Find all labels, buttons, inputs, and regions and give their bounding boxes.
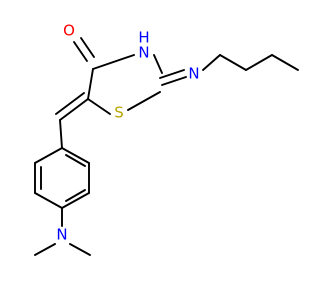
molecule-structure: O H N N S N <box>34 22 299 256</box>
bond-benzene-6 <box>61 147 90 164</box>
bond-c2-c3 <box>245 54 273 71</box>
molecule-canvas: O H N N S N <box>34 21 299 256</box>
bond-vinyl-aryl <box>59 119 63 149</box>
bond-benzene-inner-2 <box>65 189 86 202</box>
bond-c2-s1 <box>127 91 161 111</box>
bond-imine-1 <box>159 69 185 79</box>
bond-imine-2 <box>161 76 187 86</box>
bond-benzene-3 <box>34 192 63 209</box>
bond-n3-c2 <box>153 54 163 74</box>
bond-carbonyl-1 <box>73 41 88 62</box>
bond-alkene-1 <box>59 98 89 121</box>
imine-nitrogen-label: N <box>188 65 199 83</box>
bond-benzene-1 <box>34 147 63 164</box>
bond-n-c1 <box>202 54 221 71</box>
bond-benzene-inner-3 <box>65 154 86 167</box>
oxygen-label: O <box>63 22 75 40</box>
ring-nitrogen-label: N <box>138 44 149 62</box>
bond-s1-c5 <box>87 98 111 115</box>
bond-c4-c5 <box>87 68 94 100</box>
bond-c4-n3 <box>92 54 135 70</box>
sulfur-label: S <box>114 104 124 122</box>
bond-n-me1 <box>34 243 56 256</box>
bond-carbonyl-2 <box>80 37 95 58</box>
bond-c3-c4 <box>271 54 299 71</box>
bond-c1-c2 <box>219 54 247 71</box>
bond-benzene-4 <box>61 192 90 209</box>
bond-alkene-2 <box>55 92 85 115</box>
amine-nitrogen-label: N <box>56 226 67 244</box>
bond-n-me2 <box>69 243 91 256</box>
ring-h-label: H <box>138 29 149 47</box>
